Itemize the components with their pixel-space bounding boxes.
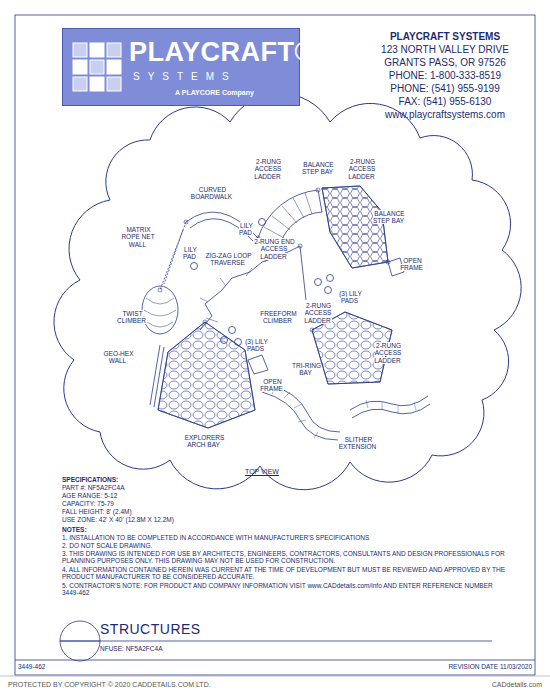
use-zone-outline <box>54 93 521 489</box>
address-line: FAX: (541) 955-6130 <box>330 96 550 108</box>
slither-extension <box>350 396 430 418</box>
view-title: TOP VIEW <box>232 468 292 476</box>
nfuse-code: NFUSE: NF5A2FC4A <box>100 645 300 652</box>
callout-text: TRI-RING BAY <box>291 362 321 376</box>
spec-line: USE ZONE: 42' X 40' (12.8M X 12.2M) <box>62 516 382 523</box>
explorers-arch-bay-outline <box>158 322 255 428</box>
callout-label-box: BALANCE STEP BAY <box>367 210 411 225</box>
spec-line: CAPACITY: 75-79 <box>62 500 382 507</box>
callout-text: FREEFORM CLIMBER <box>259 310 296 324</box>
callout-label-box: (3) LILY PADS <box>236 338 276 353</box>
note-line: 4. ALL INFORMATION CONTAINED HEREIN WAS … <box>62 566 507 581</box>
callout-text: 2-RUNG END ACCESS LADDER <box>253 238 294 260</box>
callout-label-box: 2-RUNG ACCESS LADDER <box>292 302 344 324</box>
callout-label-box: MATRIX ROPE NET WALL <box>117 226 159 248</box>
callout-label-box: LILY PAD <box>176 246 204 261</box>
note-line: 1. INSTALLATION TO BE COMPLETED IN ACCOR… <box>62 534 507 541</box>
playground-structures <box>142 186 430 440</box>
callout-text: OPEN FRAME <box>400 257 424 271</box>
address-line: GRANTS PASS, OR 97526 <box>330 57 550 69</box>
callout-label-box: LILY PAD <box>232 222 260 237</box>
callout-label-box: BALANCE STEP BAY <box>296 161 340 176</box>
callout-label-box: 2-RUNG ACCESS LADDER <box>243 158 293 180</box>
callout-text: LILY PAD <box>239 222 253 236</box>
callout-label-box: (3) LILY PADS <box>330 290 370 305</box>
rule <box>60 641 492 642</box>
callout-text: GEO-HEX WALL <box>103 350 134 364</box>
callout-label-box: TRI-RING BAY <box>286 362 326 377</box>
footer-rule <box>0 676 550 677</box>
planks <box>264 193 312 238</box>
callout-label-box: FREEFORM CLIMBER <box>253 310 303 325</box>
posts <box>158 188 390 332</box>
curved-boardwalk <box>186 212 258 242</box>
callout-text: EXPLORERS ARCH BAY <box>184 434 225 448</box>
balance-step-bay-hex-outline <box>322 186 388 268</box>
rule <box>60 641 100 642</box>
callout-text: LILY PAD <box>183 246 197 260</box>
note-line: NOTES: <box>62 526 507 533</box>
address-line: PHONE: (541) 955-9199 <box>330 83 550 95</box>
explorers-arch-bay <box>158 322 255 428</box>
copyright: PROTECTED BY COPYRIGHT © 2020 CADDETAILS… <box>8 681 328 689</box>
address-line: 123 NORTH VALLEY DRIVE <box>330 44 550 56</box>
callout-text: BALANCE STEP BAY <box>373 210 405 224</box>
callout-text: CURVED BOARDWALK <box>191 186 233 200</box>
rule <box>15 660 535 661</box>
address-line: PHONE: 1-800-333-8519 <box>330 70 550 82</box>
logo-icon <box>71 41 123 93</box>
callout-text: 2-RUNG ACCESS LADDER <box>254 158 281 180</box>
sheet-title: STRUCTURES <box>100 621 201 637</box>
callout-label-box: OPEN FRAME <box>397 257 427 272</box>
logo-box: PLAYCRAFT®SYSTEMSA PLAYCORE Company <box>62 28 300 106</box>
freeform-climber <box>300 246 306 300</box>
twist-climber <box>142 286 178 334</box>
callout-text: SLITHER EXTENSION <box>339 436 378 450</box>
callout-text: (3) LILY PADS <box>244 338 268 352</box>
balance-step-bay <box>258 190 322 244</box>
logo-subtitle: SYSTEMS <box>133 71 293 82</box>
callout-text: 2-RUNG ACCESS LADDER <box>374 342 401 364</box>
callout-label-box: 2-RUNG ACCESS LADDER <box>363 342 413 364</box>
geo-hex-wall <box>150 345 164 407</box>
footer-site: CADdetails.com <box>442 681 542 689</box>
logo-tagline: A PLAYCORE Company <box>175 89 254 96</box>
callout-label-box: CURVED BOARDWALK <box>184 186 240 201</box>
slither-extension <box>262 384 340 440</box>
lily-pads <box>191 219 334 346</box>
callout-label-box: EXPLORERS ARCH BAY <box>178 434 230 449</box>
note-line: 3. THIS DRAWING IS INTENDED FOR USE BY A… <box>62 550 507 565</box>
callout-text: ZIG-ZAG LOOP TRAVERSE <box>204 252 251 266</box>
revision-date: REVISION DATE 11/03/2020 <box>332 663 532 670</box>
callout-text: OPEN FRAME <box>260 378 284 392</box>
callout-label-box: OPEN FRAME <box>257 378 287 393</box>
spec-line: SPECIFICATIONS: <box>62 476 382 483</box>
spec-line: AGE RANGE: 5-12 <box>62 492 382 499</box>
callout-label-box: 2-RUNG END ACCESS LADDER <box>248 238 300 260</box>
callout-text: 2-RUNG ACCESS LADDER <box>304 302 331 324</box>
callout-text: 2-RUNG ACCESS LADDER <box>348 158 375 180</box>
open-frame <box>248 355 268 374</box>
callout-label-box: SLITHER EXTENSION <box>332 436 384 451</box>
reference-number: 3449-462 <box>18 663 118 670</box>
twist-climber-ribs <box>144 298 176 327</box>
callout-text: TWIST CLIMBER <box>117 310 147 324</box>
balance-step-bay-hex <box>322 186 388 268</box>
address-line: PLAYCRAFT SYSTEMS <box>330 31 550 43</box>
spec-line: FALL HEIGHT: 8' (2.4M) <box>62 508 382 515</box>
callout-text: MATRIX ROPE NET WALL <box>121 226 154 248</box>
callout-label-box: ZIG-ZAG LOOP TRAVERSE <box>202 252 254 267</box>
callout-label-box: TWIST CLIMBER <box>112 310 152 325</box>
slither-ribs <box>272 386 416 438</box>
callout-label-box: GEO-HEX WALL <box>102 350 134 365</box>
spec-line: PART #: NF5A2FC4A <box>62 484 382 491</box>
callout-text: BALANCE STEP BAY <box>302 161 334 175</box>
callout-label-box: 2-RUNG ACCESS LADDER <box>337 158 387 180</box>
callout-text: (3) LILY PADS <box>338 290 362 304</box>
note-line: 5. CONTRACTOR'S NOTE: FOR PRODUCT AND CO… <box>62 582 507 597</box>
note-line: 2. DO NOT SCALE DRAWING. <box>62 542 507 549</box>
title-circle <box>60 621 100 661</box>
address-line: www.playcraftsystems.com <box>330 109 550 121</box>
logo-wordmark: PLAYCRAFT® <box>129 37 315 68</box>
